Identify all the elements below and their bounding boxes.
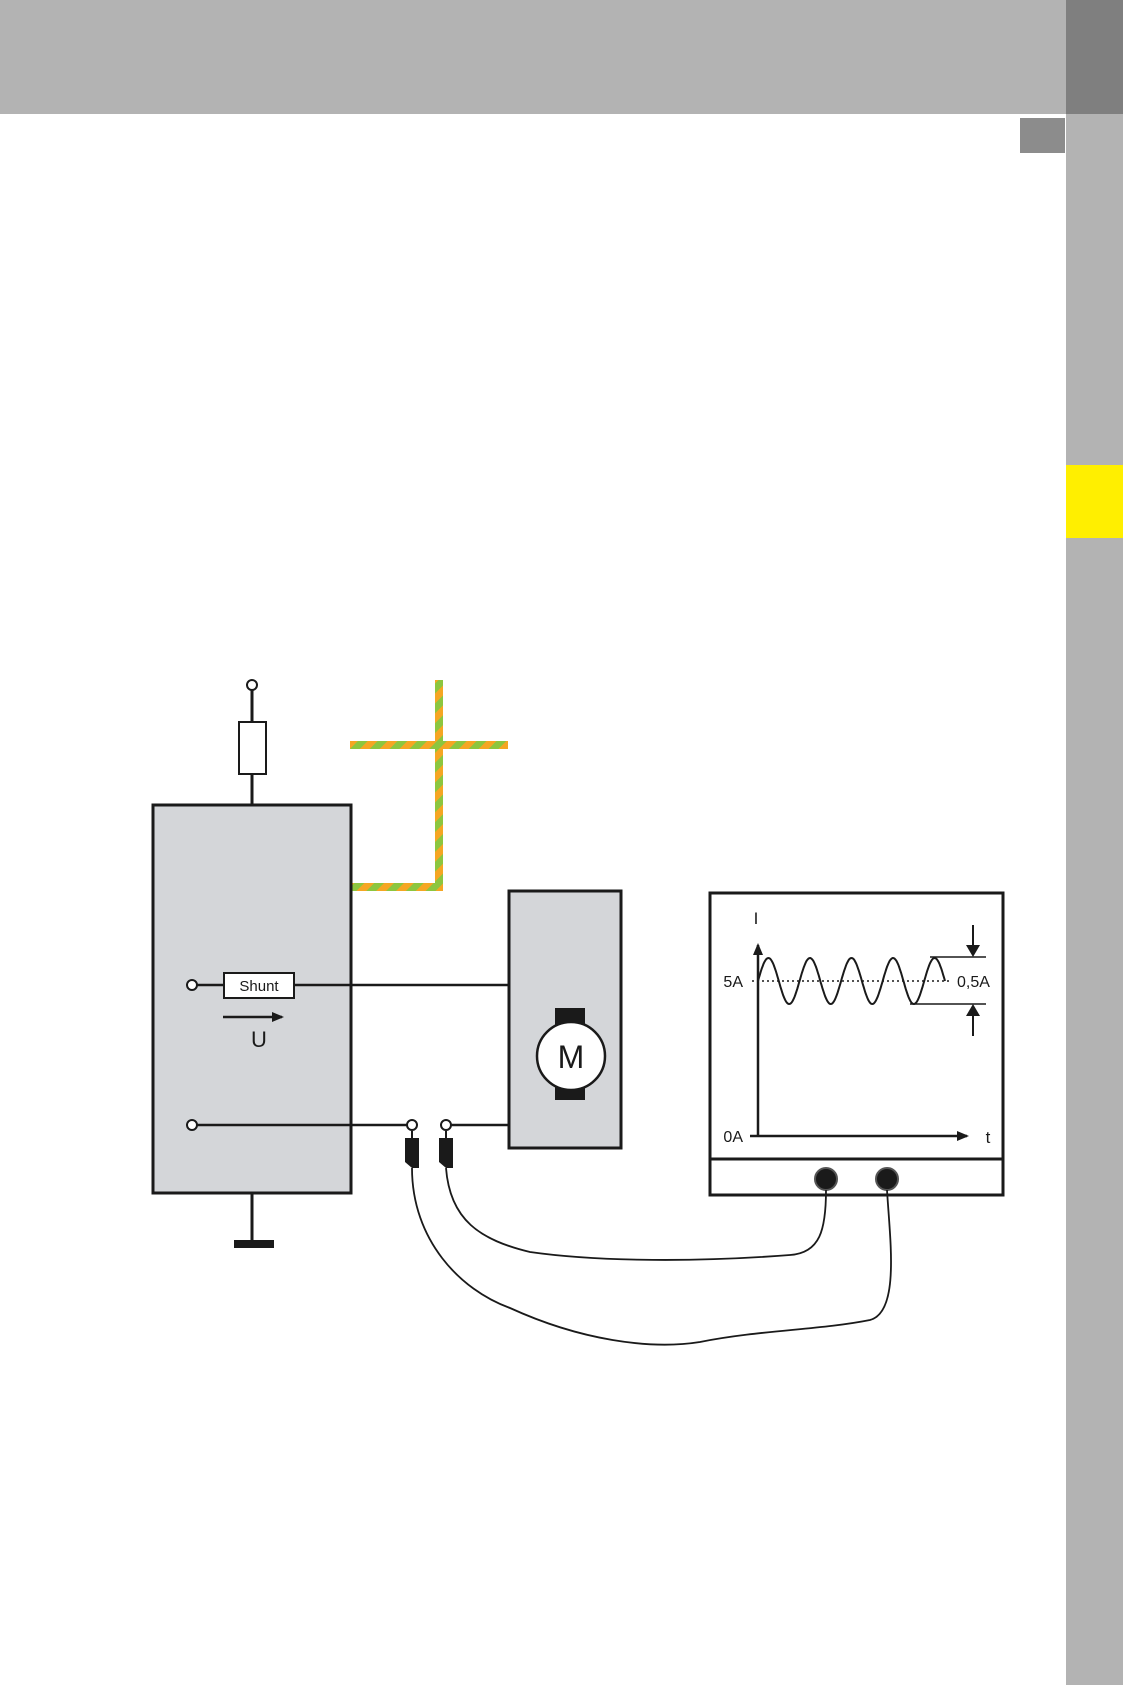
scope-input-jack-1[interactable] <box>815 1168 837 1190</box>
supply-terminal <box>247 680 257 690</box>
output-terminal <box>187 1120 197 1130</box>
scope-input-jack-2[interactable] <box>876 1168 898 1190</box>
level-0a-label: 0A <box>723 1129 743 1146</box>
shunt-terminal <box>187 980 197 990</box>
probe-terminal-left <box>407 1120 417 1130</box>
y-axis-label: I <box>754 909 759 928</box>
probe-clip-left <box>405 1138 419 1168</box>
probe-terminal-right <box>441 1120 451 1130</box>
ground-symbol <box>234 1193 274 1248</box>
level-5a-label: 5A <box>723 974 743 991</box>
oscilloscope-frame <box>710 893 1003 1195</box>
fuse <box>239 722 266 774</box>
probe-clip-right <box>439 1138 453 1168</box>
earth-conductor <box>350 680 508 891</box>
voltage-label: U <box>251 1027 267 1052</box>
oscilloscope: I t 5A 0A 0,5A <box>710 893 1003 1195</box>
motor-label: M <box>558 1039 585 1075</box>
x-axis-label: t <box>986 1128 991 1147</box>
supply-input <box>239 680 266 805</box>
shunt-label: Shunt <box>239 978 279 995</box>
ripple-amplitude-label: 0,5A <box>957 974 990 991</box>
